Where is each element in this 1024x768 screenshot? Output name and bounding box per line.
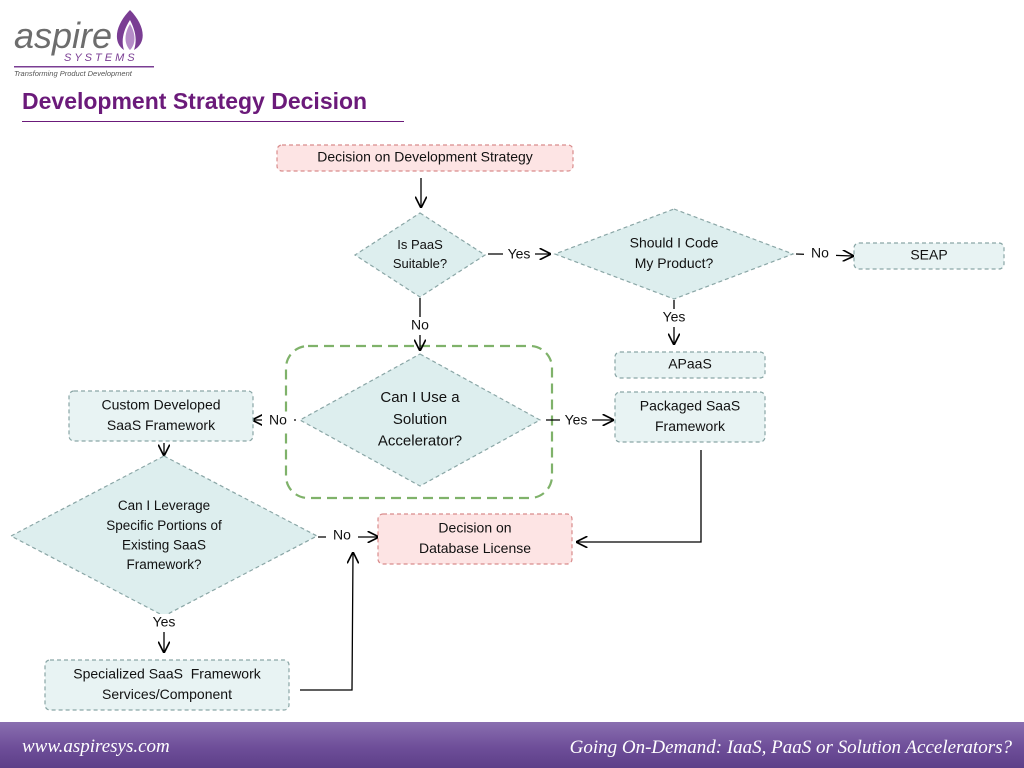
edge-label-bg bbox=[503, 246, 535, 264]
node-custom-shape bbox=[68, 390, 254, 442]
logo-flame-icon bbox=[116, 10, 143, 50]
edge-label-bg bbox=[148, 614, 180, 632]
edge-label-bg bbox=[262, 412, 294, 430]
node-specialized-label: Specialized SaaS Framework bbox=[73, 666, 262, 682]
logo-underline bbox=[14, 66, 154, 68]
edge-label-bg bbox=[404, 317, 436, 335]
edge-label-bg bbox=[804, 245, 836, 263]
node-accel-label: Can I Use a bbox=[380, 389, 460, 406]
node-specialized: Specialized SaaS FrameworkServices/Compo… bbox=[44, 659, 290, 711]
node-accel-label: Solution bbox=[393, 411, 447, 428]
edge-label-no: No bbox=[811, 245, 829, 261]
node-seap-shape bbox=[853, 242, 1005, 270]
node-start: Decision on Development Strategy bbox=[276, 144, 574, 172]
node-paas-shape bbox=[353, 212, 487, 298]
page-title: Development Strategy Decision bbox=[22, 88, 368, 114]
edge-label-yes: Yes bbox=[508, 246, 531, 262]
node-apaas: APaaS bbox=[614, 351, 766, 379]
node-code-label: Should I Code bbox=[630, 235, 719, 251]
node-seap-label: SEAP bbox=[910, 247, 947, 263]
flowchart: Decision on Development Strategy Is PaaS S… bbox=[9, 144, 1005, 711]
footer-url[interactable]: www.aspiresys.com bbox=[22, 736, 170, 757]
logo-sub-text: SYSTEMS bbox=[64, 52, 138, 64]
node-dblicense-label: Decision on bbox=[438, 520, 511, 536]
aspire-systems-logo: aspire SYSTEMS Transforming Product Deve… bbox=[14, 10, 154, 78]
node-packaged-label: Packaged SaaS bbox=[640, 398, 740, 414]
edge-label-bg bbox=[658, 309, 690, 327]
edge-label-yes: Yes bbox=[663, 309, 686, 325]
edge-label-yes: Yes bbox=[565, 412, 588, 428]
node-dblicense-shape bbox=[377, 513, 573, 565]
node-accel-label: Accelerator? bbox=[378, 433, 462, 450]
node-start-shape bbox=[276, 144, 574, 172]
logo-tagline-text: Transforming Product Development bbox=[14, 69, 133, 78]
node-leverage-label: Specific Portions of bbox=[106, 518, 222, 533]
edge-label-bg bbox=[560, 412, 592, 430]
edge-label-no: No bbox=[333, 527, 351, 543]
node-start-label: Decision on Development Strategy bbox=[317, 149, 533, 165]
title-underline bbox=[22, 121, 404, 122]
node-leverage-label: Existing SaaS bbox=[122, 537, 206, 552]
node-code-label: My Product? bbox=[635, 255, 714, 271]
edge-packaged-dblicense bbox=[577, 450, 702, 542]
edge-label-bg bbox=[326, 527, 358, 545]
node-paas-label: Is PaaS bbox=[397, 237, 443, 252]
edge-specialized-dblicense bbox=[300, 553, 353, 691]
node-leverage-label: Can I Leverage bbox=[118, 498, 210, 513]
node-packaged-label: Framework bbox=[655, 418, 726, 434]
node-specialized-label: Services/Component bbox=[102, 686, 232, 702]
edge-label-no: No bbox=[411, 317, 429, 333]
node-paas: Is PaaS Suitable? bbox=[353, 212, 487, 298]
nodes: Decision on Development Strategy Is PaaS S… bbox=[9, 144, 1005, 711]
node-dblicense: Decision on Database License bbox=[377, 513, 573, 565]
node-apaas-shape bbox=[614, 351, 766, 379]
node-seap: SEAP bbox=[853, 242, 1005, 270]
node-apaas-label: APaaS bbox=[668, 356, 712, 372]
node-leverage-shape bbox=[9, 455, 319, 617]
edge-label-yes: Yes bbox=[153, 614, 176, 630]
logo-brand-text: aspire bbox=[14, 15, 112, 56]
node-dblicense-label: Database License bbox=[419, 540, 531, 556]
node-custom-label: Custom Developed bbox=[101, 397, 220, 413]
node-packaged-shape bbox=[614, 391, 766, 443]
node-code: Should I Code My Product? bbox=[553, 208, 795, 300]
node-leverage-label: Framework? bbox=[126, 557, 201, 572]
node-code-shape bbox=[553, 208, 795, 300]
node-specialized-shape bbox=[44, 659, 290, 711]
node-custom-label: SaaS Framework bbox=[107, 417, 216, 433]
footer-bar: www.aspiresys.com Going On-Demand: IaaS,… bbox=[0, 722, 1024, 768]
node-paas-label: Suitable? bbox=[393, 256, 447, 271]
edge-label-no: No bbox=[269, 412, 287, 428]
node-accel-shape bbox=[298, 353, 542, 487]
footer-tagline: Going On-Demand: IaaS, PaaS or Solution … bbox=[569, 737, 1012, 758]
node-packaged: Packaged SaaS Framework bbox=[614, 391, 766, 443]
